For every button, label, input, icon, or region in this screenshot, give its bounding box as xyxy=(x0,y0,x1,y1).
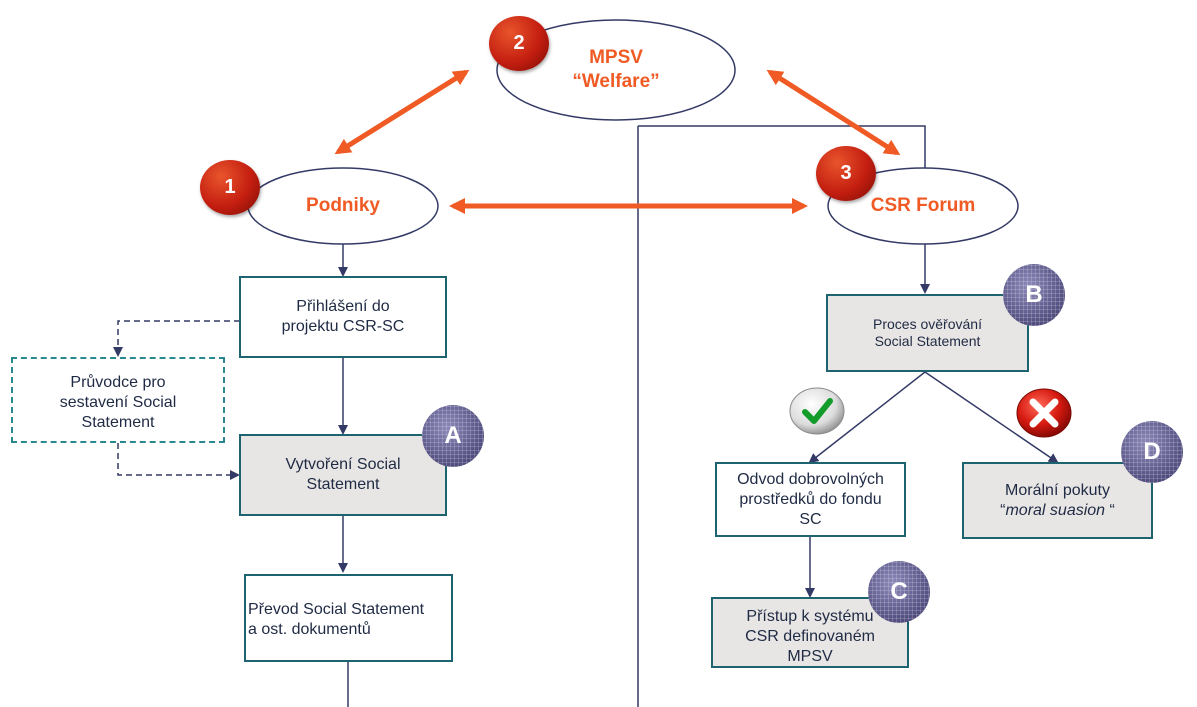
vytvoreni-line1: Vytvoření Social xyxy=(285,456,401,473)
moralni-line1: Morální pokuty xyxy=(1005,481,1110,499)
csr-forum-label: CSR Forum xyxy=(870,195,976,216)
moralni-quote-close: “ xyxy=(1105,501,1115,519)
badge-b: B xyxy=(1003,264,1065,326)
badge-d: D xyxy=(1121,421,1183,483)
mpsv-label: MPSV “Welfare” xyxy=(536,46,696,94)
pruvodce-line2: sestavení Social xyxy=(59,394,177,411)
badge-c: C xyxy=(868,561,930,623)
arrow-podniky-mpsv xyxy=(334,69,470,155)
pristup-line3: MPSV xyxy=(787,648,833,665)
pruvodce-line1: Průvodce pro xyxy=(70,374,166,391)
mpsv-ellipse xyxy=(496,19,736,121)
box-proces: Proces ověřování Social Statement xyxy=(826,294,1029,372)
box-vytvoreni: Vytvoření Social Statement xyxy=(239,434,447,516)
pristup-line2: CSR definovaném xyxy=(745,628,875,645)
prevod-line1: Převod Social Statement xyxy=(248,601,425,618)
connector-pruvodce-vytvoreni xyxy=(117,443,240,480)
checkmark-icon xyxy=(787,385,847,437)
moralni-quote-open: “ xyxy=(1000,501,1006,519)
odvod-line3: SC xyxy=(799,510,822,528)
connector-proces-moralni xyxy=(924,371,1059,464)
connector-mpsv-csr xyxy=(638,125,930,180)
prihlaseni-line1: Přihlášení do xyxy=(296,298,390,315)
pruvodce-line3: Statement xyxy=(81,414,155,431)
badge-csr-forum: 3 xyxy=(816,146,876,201)
moralni-line2: “moral suasion “ xyxy=(1000,501,1115,521)
pristup-line1: Přístup k systému xyxy=(746,608,874,625)
box-moralni: Morální pokuty “moral suasion “ xyxy=(962,462,1153,539)
odvod-line2: prostředků do fondu xyxy=(739,490,882,508)
prihlaseni-line2: projektu CSR-SC xyxy=(281,318,405,335)
proces-line2: Social Statement xyxy=(874,333,981,349)
box-odvod: Odvod dobrovolných prostředků do fondu S… xyxy=(715,462,906,537)
box-prevod: Převod Social Statement a ost. dokumentů xyxy=(244,574,453,662)
proces-line1: Proces ověřování xyxy=(873,315,982,332)
box-prihlaseni: Přihlášení do projektu CSR-SC xyxy=(239,276,447,358)
prevod-line2: a ost. dokumentů xyxy=(248,621,371,638)
badge-a: A xyxy=(422,405,484,467)
mpsv-subtitle: “Welfare” xyxy=(572,71,660,92)
odvod-line1: Odvod dobrovolných xyxy=(737,470,884,488)
csr-forum-ellipse xyxy=(827,167,1019,245)
connector-proces-odvod xyxy=(808,371,926,464)
cross-icon xyxy=(1015,387,1073,439)
vytvoreni-line2: Statement xyxy=(306,476,380,493)
connector-prihlaseni-pruvodce xyxy=(113,320,240,357)
box-pruvodce: Průvodce pro sestavení Social Statement xyxy=(11,357,225,443)
arrow-mpsv-csr xyxy=(766,69,901,156)
mpsv-title: MPSV xyxy=(589,47,643,68)
badge-mpsv: 2 xyxy=(489,16,549,71)
badge-podniky: 1 xyxy=(200,160,260,215)
moralni-italic: moral suasion xyxy=(1005,501,1106,519)
podniky-label: Podniky xyxy=(306,195,380,216)
